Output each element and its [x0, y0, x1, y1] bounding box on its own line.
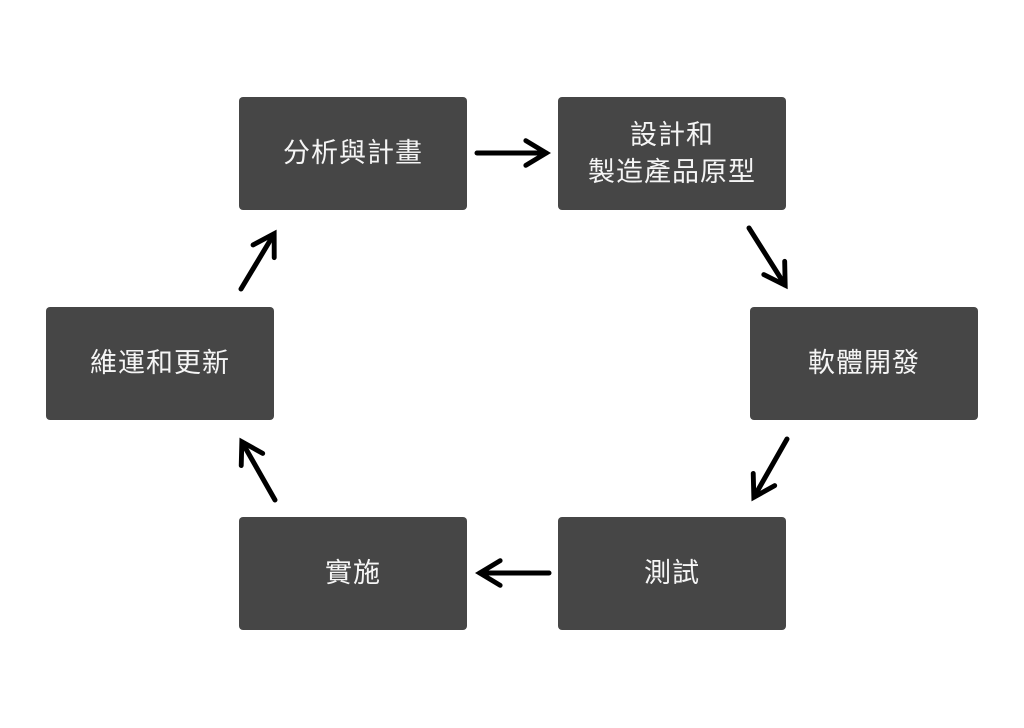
arrow-maintenance-to-analysis: [238, 229, 277, 292]
node-analysis-planning-label: 分析與計畫: [283, 138, 423, 169]
arrow-development-to-testing: [750, 436, 790, 502]
node-maintenance-update: 維運和更新: [46, 307, 274, 420]
node-implementation: 實施: [239, 517, 467, 630]
node-maintenance-update-label: 維運和更新: [90, 348, 230, 379]
node-design-prototype-label: 設計和 製造產品原型: [588, 120, 756, 187]
node-testing-label: 測試: [644, 558, 700, 589]
node-analysis-planning: 分析與計畫: [239, 97, 467, 210]
arrow-design-to-development: [746, 225, 788, 290]
node-software-development-label: 軟體開發: [808, 348, 920, 379]
node-testing: 測試: [558, 517, 786, 630]
node-design-prototype: 設計和 製造產品原型: [558, 97, 786, 210]
node-implementation-label: 實施: [325, 558, 381, 589]
node-software-development: 軟體開發: [750, 307, 978, 420]
arrow-implementation-to-maintenance: [238, 437, 278, 503]
